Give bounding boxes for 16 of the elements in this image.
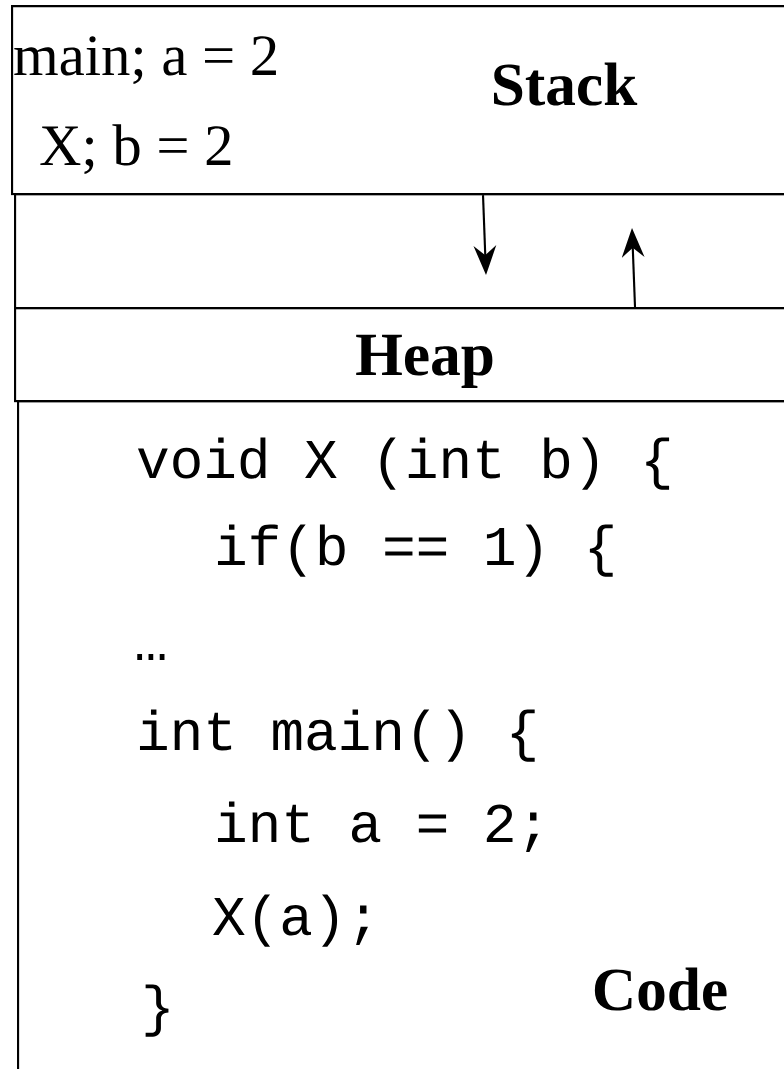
code-line: if(b == 1) { [218, 524, 613, 577]
code-line: } [145, 984, 169, 1037]
section-title: Heap [356, 334, 493, 389]
stack-frame-text: X; b = 2 [40, 124, 231, 174]
code-line: void X (int b) { [137, 437, 670, 490]
code-line: int a = 2; [218, 801, 538, 852]
section-title: Stack [494, 62, 638, 106]
code-line: … [137, 654, 165, 660]
stack-box [11, 5, 784, 196]
heap-box [14, 307, 784, 403]
code-box [17, 400, 784, 1069]
free-space-box [14, 193, 784, 310]
section-title: Code [594, 967, 727, 1011]
code-line: X(a); [213, 894, 368, 947]
stack-frame-text: main; a = 2 [14, 36, 276, 84]
code-line: int main() { [140, 709, 535, 762]
